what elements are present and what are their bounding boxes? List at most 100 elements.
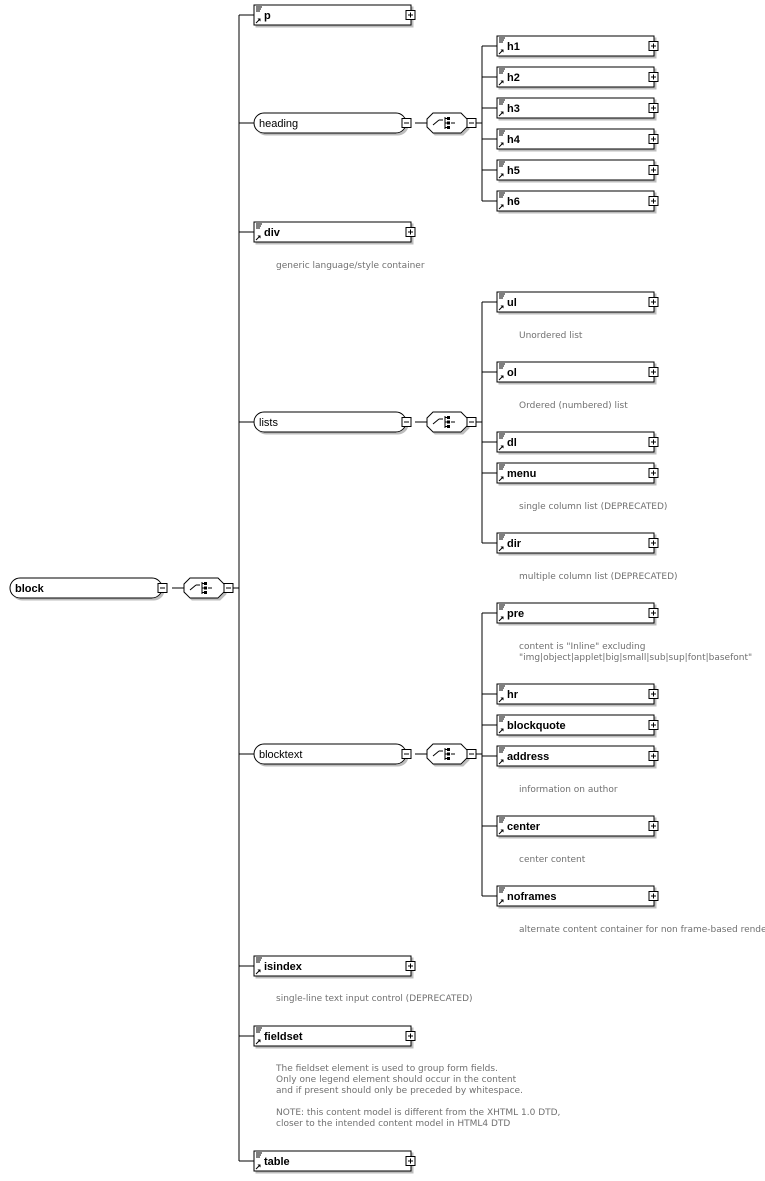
ref-arrow-head [500, 142, 504, 146]
element-label: div [264, 227, 281, 239]
expand-h5[interactable] [648, 165, 659, 175]
choice-dot [447, 416, 450, 419]
element-ul[interactable]: ul [496, 291, 655, 313]
choice-dot [447, 420, 450, 424]
element-box[interactable] [496, 683, 655, 705]
expand-h3[interactable] [648, 103, 659, 113]
group-block[interactable]: block [9, 577, 163, 599]
choice-dot [204, 582, 207, 585]
collapse-heading[interactable] [401, 118, 412, 128]
ref-arrow-head [257, 969, 261, 973]
expand-noframes[interactable] [648, 891, 659, 901]
element-box[interactable] [496, 291, 655, 313]
element-dl[interactable]: dl [496, 431, 655, 453]
expand-menu[interactable] [648, 468, 659, 478]
collapse-choice-blocktext[interactable] [466, 749, 477, 759]
element-box[interactable] [496, 159, 655, 181]
expand-p[interactable] [405, 10, 416, 20]
expand-center[interactable] [648, 821, 659, 831]
element-menu[interactable]: menu [496, 462, 655, 484]
expand-div[interactable] [405, 227, 416, 237]
choice-compositor-heading[interactable] [426, 112, 468, 134]
element-label: h4 [507, 134, 521, 146]
expand-h2[interactable] [648, 72, 659, 82]
element-center[interactable]: center [496, 815, 655, 837]
expand-fieldset[interactable] [405, 1031, 416, 1041]
expand-table[interactable] [405, 1156, 416, 1166]
element-h4[interactable]: h4 [496, 128, 655, 150]
element-label: p [264, 10, 271, 22]
element-label: h1 [507, 41, 520, 53]
group-blocktext[interactable]: blocktext [253, 743, 407, 765]
element-fieldset[interactable]: fieldset [253, 1025, 412, 1047]
ref-arrow-head [500, 375, 504, 379]
expand-pre[interactable] [648, 608, 659, 618]
element-box[interactable] [496, 361, 655, 383]
element-label: table [264, 1156, 290, 1168]
element-label: pre [507, 608, 524, 620]
switch-icon [432, 418, 440, 425]
annotation-text: "img|object|applet|big|small|sub|sup|fon… [519, 653, 752, 663]
collapse-blocktext[interactable] [401, 749, 412, 759]
element-dir[interactable]: dir [496, 532, 655, 554]
choice-dot [447, 757, 450, 760]
element-h5[interactable]: h5 [496, 159, 655, 181]
expand-isindex[interactable] [405, 961, 416, 971]
element-isindex[interactable]: isindex [253, 955, 412, 977]
element-box[interactable] [496, 35, 655, 57]
expand-ul[interactable] [648, 297, 659, 307]
collapse-choice-heading[interactable] [466, 118, 477, 128]
expand-ol[interactable] [648, 367, 659, 377]
element-address[interactable]: address [496, 745, 655, 767]
element-box[interactable] [496, 128, 655, 150]
annotation-text: Unordered list [519, 331, 583, 341]
element-p[interactable]: p [253, 4, 412, 26]
expand-h1[interactable] [648, 41, 659, 51]
collapse-lists[interactable] [401, 417, 412, 427]
element-label: h2 [507, 72, 520, 84]
annotation-text: center content [519, 855, 586, 865]
expand-blockquote[interactable] [648, 720, 659, 730]
element-box[interactable] [496, 97, 655, 119]
element-label: blockquote [507, 720, 566, 732]
element-pre[interactable]: pre [496, 602, 655, 624]
element-h6[interactable]: h6 [496, 190, 655, 212]
element-box[interactable] [496, 431, 655, 453]
expand-hr[interactable] [648, 689, 659, 699]
element-box[interactable] [496, 190, 655, 212]
ref-arrow-head [500, 80, 504, 84]
element-box[interactable] [496, 66, 655, 88]
annotation-text: multiple column list (DEPRECATED) [519, 572, 678, 582]
element-h3[interactable]: h3 [496, 97, 655, 119]
element-blockquote[interactable]: blockquote [496, 714, 655, 736]
expand-address[interactable] [648, 751, 659, 761]
expand-h6[interactable] [648, 196, 659, 206]
element-label: hr [507, 689, 519, 701]
element-h2[interactable]: h2 [496, 66, 655, 88]
collapse-choice-block[interactable] [223, 583, 234, 593]
choice-dot [447, 425, 450, 428]
element-hr[interactable]: hr [496, 683, 655, 705]
element-table[interactable]: table [253, 1150, 412, 1172]
ref-arrow-head [500, 204, 504, 208]
expand-h4[interactable] [648, 134, 659, 144]
choice-compositor-lists[interactable] [426, 411, 468, 433]
expand-dl[interactable] [648, 437, 659, 447]
element-noframes[interactable]: noframes [496, 885, 655, 907]
group-lists[interactable]: lists [253, 411, 407, 433]
ref-arrow-head [500, 899, 504, 903]
expand-dir[interactable] [648, 538, 659, 548]
element-label: h3 [507, 103, 520, 115]
element-label: address [507, 751, 549, 763]
collapse-block[interactable] [157, 583, 168, 593]
choice-compositor-blocktext[interactable] [426, 743, 468, 765]
element-div[interactable]: div [253, 221, 412, 243]
element-h1[interactable]: h1 [496, 35, 655, 57]
element-box[interactable] [253, 4, 412, 26]
group-heading[interactable]: heading [253, 112, 407, 134]
collapse-choice-lists[interactable] [466, 417, 477, 427]
switch-icon [189, 584, 197, 591]
element-ol[interactable]: ol [496, 361, 655, 383]
choice-compositor-block[interactable] [183, 577, 225, 599]
